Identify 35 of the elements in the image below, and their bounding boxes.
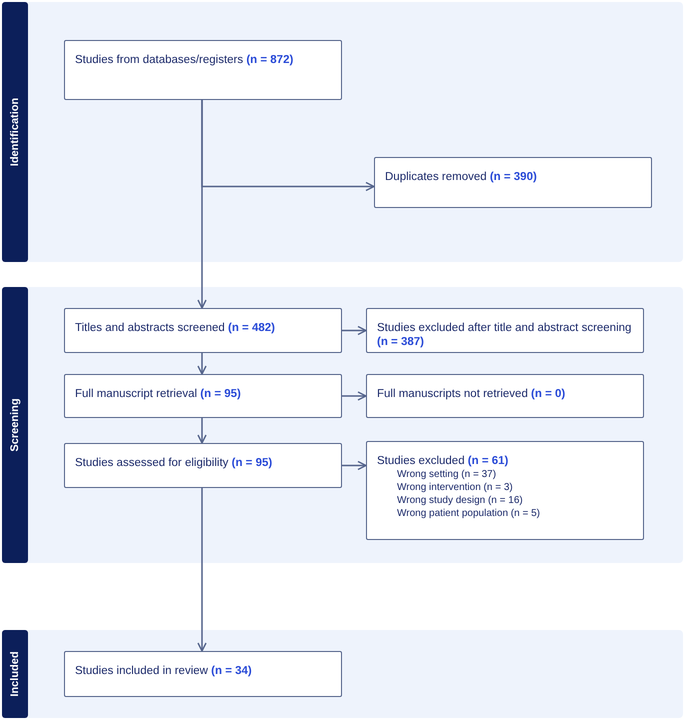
box-text: Studies included in review (n = 34) <box>75 664 252 678</box>
reason-text: Wrong study design (n = 16) <box>397 494 523 507</box>
reason-text: Wrong patient population (n = 5) <box>397 507 540 520</box>
box-text: Full manuscript retrieval (n = 95) <box>75 387 241 401</box>
arrow <box>342 460 367 470</box>
arrow <box>197 418 207 444</box>
process-box <box>64 308 342 353</box>
process-box <box>366 374 644 418</box>
phase-label: Identification <box>9 98 21 166</box>
arrow <box>342 326 367 336</box>
box-text: Studies excluded after title and abstract screening (n = 387) <box>377 321 632 349</box>
phase-label: Screening <box>9 398 21 452</box>
box-text: Studies assessed for eligibility (n = 95) <box>75 456 272 470</box>
phase-panel <box>2 630 683 718</box>
box-text: Duplicates removed (n = 390) <box>385 170 537 184</box>
arrow <box>342 391 367 401</box>
phase-panel <box>2 287 683 563</box>
process-box <box>64 651 342 697</box>
process-box <box>64 40 342 100</box>
reason-text: Wrong setting (n = 37) <box>397 468 496 481</box>
reason-text: Wrong intervention (n = 3) <box>397 481 513 494</box>
process-box <box>366 308 644 353</box>
box-text: Studies excluded (n = 61) <box>377 454 508 468</box>
box-text: Titles and abstracts screened (n = 482) <box>75 321 275 335</box>
arrow <box>197 488 207 652</box>
process-box <box>64 443 342 488</box>
phase-panel <box>2 2 683 262</box>
process-box <box>374 157 652 208</box>
box-text: Studies from databases/registers (n = 872) <box>75 53 294 67</box>
arrow <box>197 353 207 375</box>
phase-label: Included <box>9 651 21 697</box>
box-text: Full manuscripts not retrieved (n = 0) <box>377 387 566 401</box>
arrow <box>197 100 207 309</box>
process-box <box>64 374 342 418</box>
process-box <box>366 441 644 540</box>
